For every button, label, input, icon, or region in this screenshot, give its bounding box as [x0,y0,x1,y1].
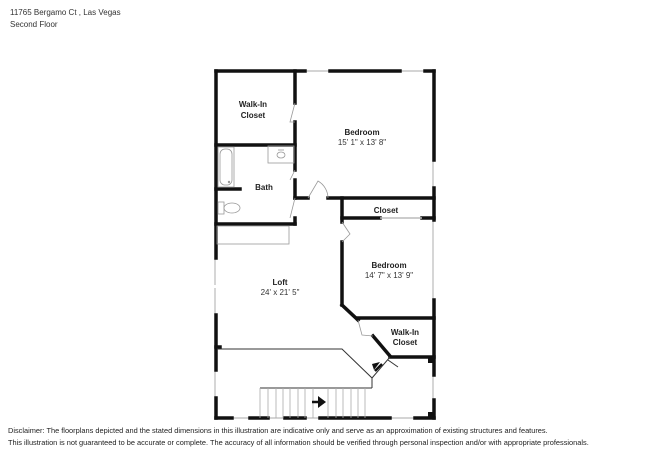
built-in-cabinet [216,225,290,245]
bathtub-icon [217,146,235,188]
walls [214,69,436,420]
disclaimer-line-2: This illustration is not guaranteed to b… [8,438,589,447]
room-bedroom-1: Bedroom [344,128,379,137]
property-address: 11765 Bergamo Ct , Las Vegas [10,8,121,17]
room-walkin-closet-2: Walk-In [391,328,419,337]
toilet-icon [217,201,241,215]
room-bath: Bath [255,183,273,192]
room-walkin-closet-2-line2: Closet [393,338,418,347]
direction-arrow-icon [372,362,383,372]
doors [289,102,374,337]
room-bedroom-2-dims: 14' 7" x 13' 9" [365,271,413,280]
sink-icon [267,145,295,164]
stair-arrow-icon [312,396,326,408]
room-closet: Closet [374,206,399,215]
windows [214,70,434,419]
room-loft-dims: 24' x 21' 5" [261,288,300,297]
pillar [428,412,434,418]
room-bedroom-2: Bedroom [371,261,406,270]
pillar [428,357,434,363]
stair-treads [259,388,366,418]
room-walkin-closet-1: Walk-In [239,100,267,109]
floor-label: Second Floor [10,20,58,29]
room-loft: Loft [272,278,287,287]
room-walkin-closet-1-line2: Closet [241,111,266,120]
stair-railing [217,348,399,389]
disclaimer-line-1: Disclaimer: The floorplans depicted and … [8,426,548,435]
room-bedroom-1-dims: 15' 1" x 13' 8" [338,138,386,147]
